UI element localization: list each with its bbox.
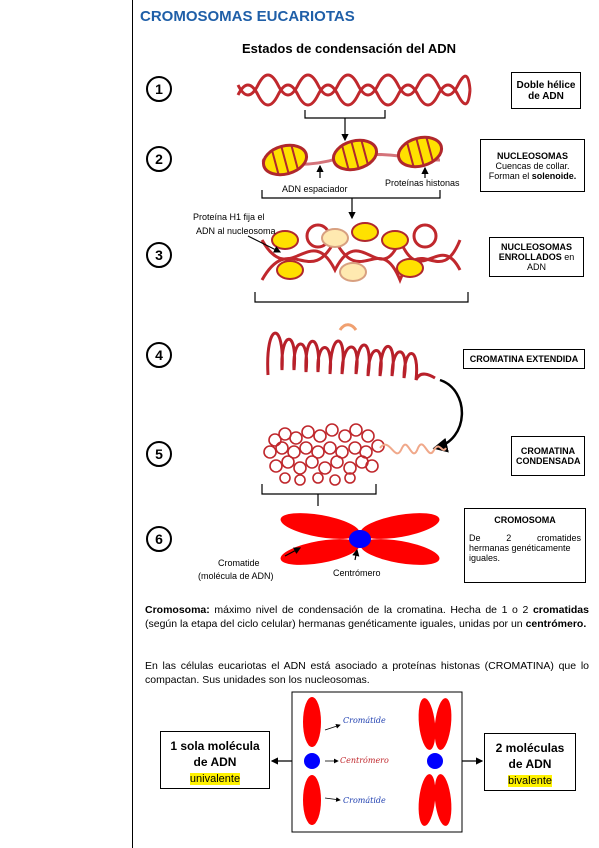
box-cromatina-extendida-text: CROMATINA EXTENDIDA [469, 354, 579, 364]
univalente-line1: 1 sola molécula [170, 739, 260, 753]
p1-text2: (según la etapa del ciclo celular) herma… [145, 618, 526, 630]
p1-text1: máximo nivel de condensación de la croma… [209, 604, 533, 616]
box-nucleosomas-enrollados: NUCLEOSOMAS ENROLLADOS en ADN [489, 237, 584, 277]
hand-label-centromero: Centrómero [340, 756, 389, 765]
step-number-1: 1 [146, 76, 172, 102]
box-cromatina-condensada: CROMATINA CONDENSADA [511, 436, 585, 476]
page-title: CROMOSOMAS EUCARIOTAS [140, 8, 355, 25]
label-proteinas-histonas: Proteínas histonas [385, 178, 460, 188]
box-cromosoma-line1: De 2 cromatides [469, 533, 581, 543]
univalente-line2: de ADN [193, 755, 237, 769]
paragraph-celulas-eucariotas: En las células eucariotas el ADN está as… [145, 660, 589, 686]
box-nucleosomas-line2a: Forman el [488, 170, 532, 181]
p1-centromero: centrómero. [525, 618, 587, 630]
label-h1-line1: Proteína H1 fija el [193, 212, 265, 222]
box-condensada-line2: CONDENSADA [516, 456, 581, 466]
coiled-nucleosomes [247, 222, 462, 285]
paragraph-cromosoma: Cromosoma: máximo nivel de condensación … [145, 603, 589, 631]
box-nucleosomas-line2b: solenoide. [531, 170, 577, 181]
label-centromero: Centrómero [333, 568, 381, 578]
hand-label-cromatide-bottom: Cromátide [343, 796, 386, 805]
bivalente-line2: de ADN [508, 757, 552, 771]
diagram-subtitle: Estados de condensación del ADN [242, 41, 457, 56]
extended-chromatin [266, 323, 436, 381]
box-enrollados-line1: NUCLEOSOMAS [500, 242, 572, 252]
label-cromatide-sub: (molécula de ADN) [198, 571, 274, 581]
step-number-4: 4 [146, 342, 172, 368]
box-cromosoma: CROMOSOMA De 2 cromatides hermanas genét… [464, 508, 586, 583]
left-margin-line [132, 0, 133, 848]
box-nucleosomas: NUCLEOSOMAS Cuencas de collar. Forman el… [480, 139, 585, 192]
condensed-chromatin [263, 423, 447, 486]
box-nucleosomas-title: NUCLEOSOMAS [496, 150, 568, 161]
p1-term: Cromosoma: [145, 604, 210, 616]
dna-double-helix [236, 73, 472, 107]
label-h1-line2: ADN al nucleosoma [196, 226, 276, 236]
step-number-2: 2 [146, 146, 172, 172]
box-cromatina-extendida: CROMATINA EXTENDIDA [463, 349, 585, 369]
step-number-6: 6 [146, 526, 172, 552]
univalente-tag: univalente [189, 773, 241, 785]
box-doble-helice-line2: de ADN [528, 90, 564, 102]
hand-label-cromatide-top: Cromátide [343, 716, 386, 725]
label-cromatide: Cromatide [218, 558, 260, 568]
box-doble-helice-line1: Doble hélice [516, 79, 576, 91]
bottom-chromosomes [270, 691, 484, 833]
box-cromosoma-title: CROMOSOMA [494, 515, 556, 525]
bivalente-tag: bivalente [507, 775, 553, 787]
step-number-3: 3 [146, 242, 172, 268]
chromosome-drawing [280, 513, 440, 565]
bivalente-line1: 2 moléculas [495, 741, 565, 755]
box-enrollados-line2a: ENROLLADOS [498, 252, 562, 262]
box-cromosoma-line2: hermanas genéticamente [469, 543, 571, 553]
step-number-5: 5 [146, 441, 172, 467]
box-bivalente: 2 moléculas de ADN bivalente [484, 733, 576, 791]
box-univalente: 1 sola molécula de ADN univalente [160, 731, 270, 789]
label-adn-espaciador: ADN espaciador [282, 184, 348, 194]
box-condensada-line1: CROMATINA [520, 446, 576, 456]
box-nucleosomas-line1: Cuencas de collar. [495, 160, 570, 171]
box-doble-helice: Doble hélice de ADN [511, 72, 581, 109]
box-enrollados-line2b: en ADN [526, 252, 575, 272]
box-cromosoma-line3: iguales. [469, 553, 501, 563]
p1-cromatidas: cromatidas [532, 604, 589, 616]
nucleosome-beads [261, 135, 444, 178]
